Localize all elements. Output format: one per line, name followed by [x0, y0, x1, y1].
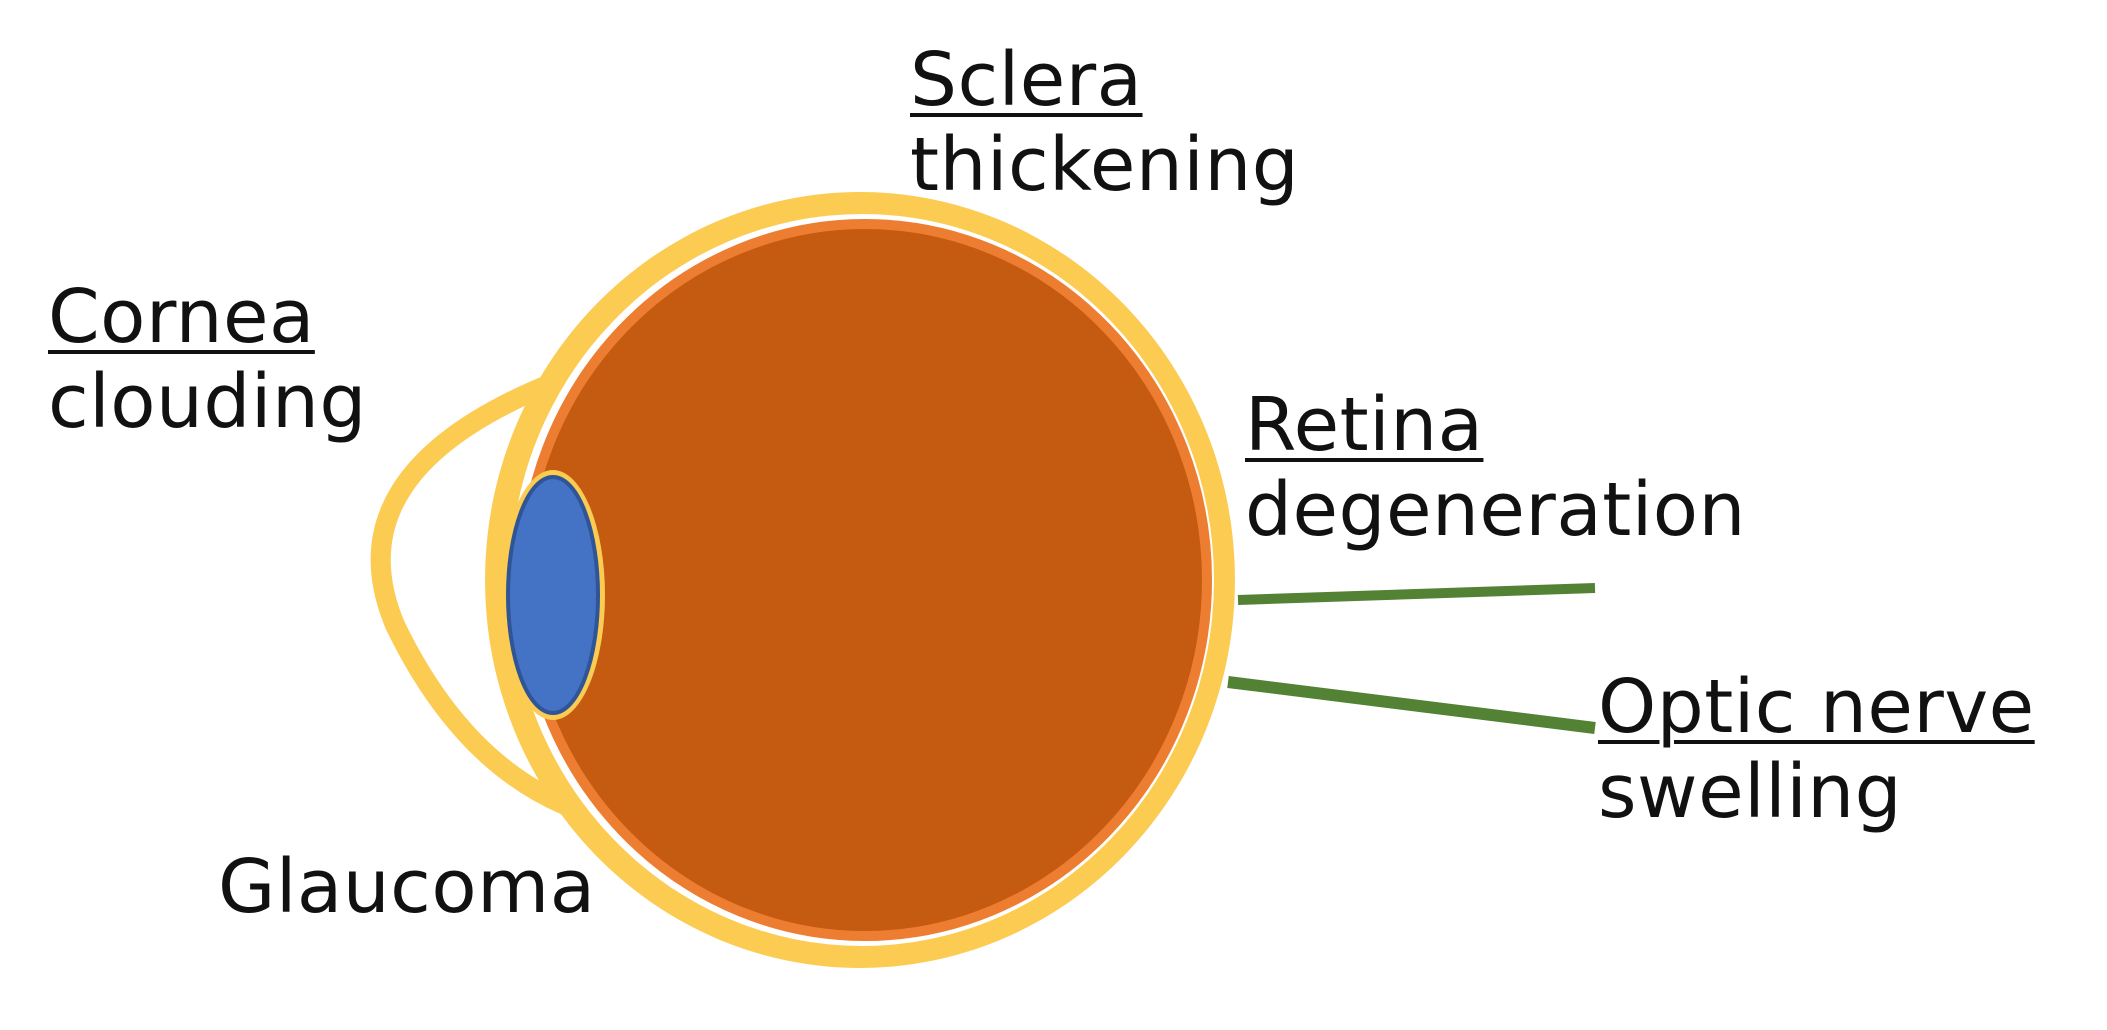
retina-label-heading: Retina [1245, 382, 1484, 468]
glaucoma-label: Glaucoma [218, 844, 596, 930]
lens [506, 475, 600, 715]
optic-nerve-label-heading: Optic nerve [1598, 664, 2035, 750]
sclera-label: Sclera thickening [910, 37, 1300, 209]
sclera-label-heading: Sclera [910, 37, 1143, 123]
retina-label: Retina degeneration [1245, 382, 1746, 554]
retina-pointer-line [1237, 583, 1596, 605]
sclera-label-detail: thickening [910, 122, 1300, 209]
retina-label-detail: degeneration [1245, 467, 1746, 554]
cornea-label: Cornea clouding [48, 274, 367, 446]
eye-globe [518, 219, 1212, 941]
cornea-arc [370, 370, 569, 815]
optic-nerve-label: Optic nerve swelling [1598, 664, 2035, 836]
cornea-label-heading: Cornea [48, 274, 315, 360]
optic-nerve-label-detail: swelling [1598, 749, 1903, 836]
cornea-label-detail: clouding [48, 359, 367, 446]
optic-nerve [1227, 676, 1596, 734]
glaucoma-label-text: Glaucoma [218, 844, 596, 930]
